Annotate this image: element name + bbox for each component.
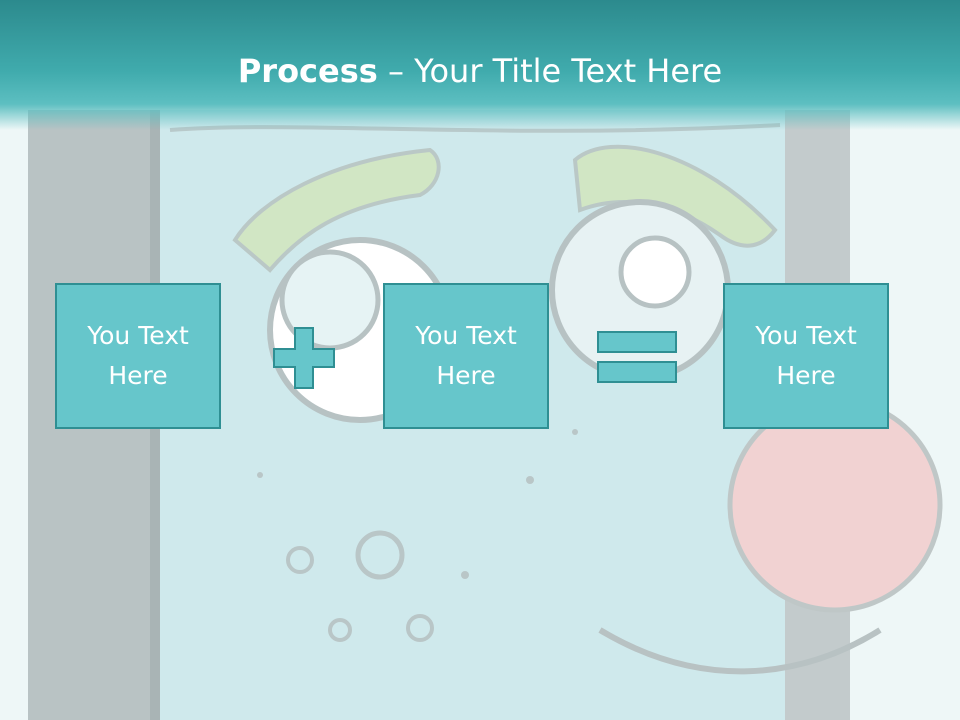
equals-icon — [597, 331, 677, 383]
process-box-2-label: You Text Here — [415, 321, 517, 390]
slide-title-rest: – Your Title Text Here — [377, 52, 723, 90]
background-cheek — [727, 397, 943, 613]
process-box-2[interactable]: You Text Here — [383, 283, 549, 429]
slide-title: Process – Your Title Text Here — [0, 52, 960, 90]
process-box-1-label: You Text Here — [87, 321, 189, 390]
slide-title-bold: Process — [237, 52, 378, 90]
background-eyebrow-left — [232, 147, 441, 273]
process-box-3-label: You Text Here — [755, 321, 857, 390]
process-box-3[interactable]: You Text Here — [723, 283, 889, 429]
process-box-1[interactable]: You Text Here — [55, 283, 221, 429]
plus-icon — [273, 327, 335, 389]
title-bar — [0, 0, 960, 130]
